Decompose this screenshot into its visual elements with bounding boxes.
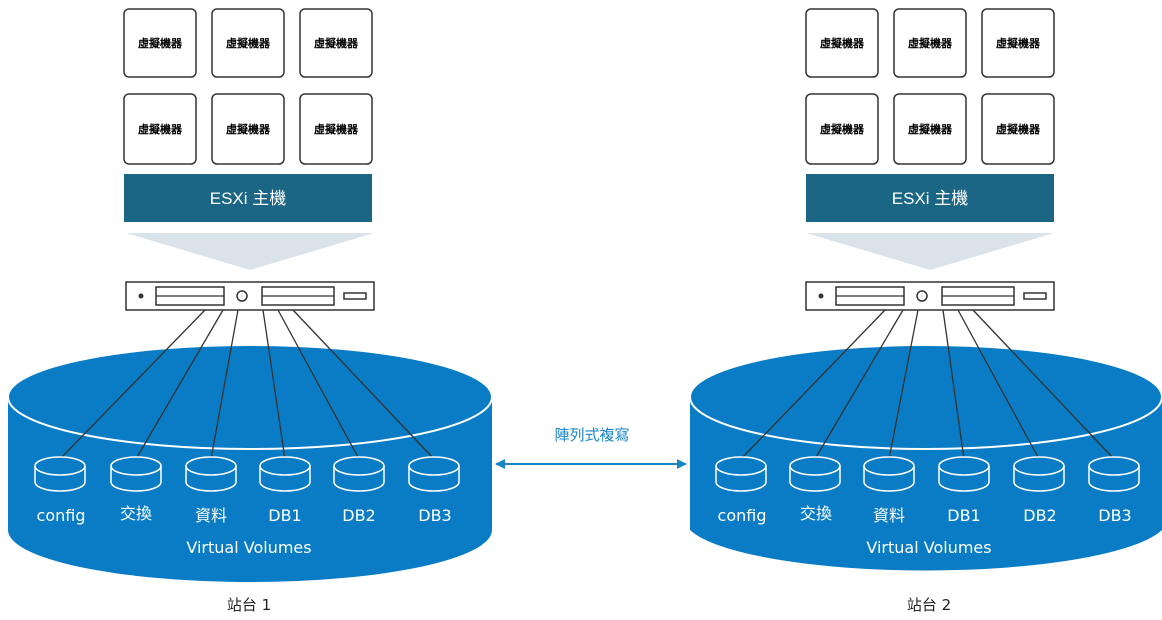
replication-link: 陣列式複寫 xyxy=(495,426,687,469)
vm-box-icon: 虛擬機器 xyxy=(893,93,967,165)
vm-label: 虛擬機器 xyxy=(908,122,953,136)
site-2: 虛擬機器 虛擬機器 虛擬機器 虛擬機器 虛擬機器 虛擬機器 xyxy=(689,8,1162,614)
volume-label: DB1 xyxy=(268,506,301,525)
disk-cylinder-icon xyxy=(715,456,767,492)
vm-label: 虛擬機器 xyxy=(138,36,183,50)
vm-label: 虛擬機器 xyxy=(314,36,359,50)
volume-connections xyxy=(740,309,1115,460)
disk-cylinder-icon xyxy=(863,456,915,492)
connection-funnel xyxy=(806,233,1054,270)
vm-label: 虛擬機器 xyxy=(226,36,271,50)
vm-label: 虛擬機器 xyxy=(908,36,953,50)
vm-box-icon: 虛擬機器 xyxy=(211,93,285,165)
vm-box-icon: 虛擬機器 xyxy=(299,93,373,165)
vm-label: 虛擬機器 xyxy=(314,122,359,136)
disk-cylinder-icon xyxy=(34,456,86,492)
volume-label: DB2 xyxy=(342,506,375,525)
disk-cylinder-icon xyxy=(185,456,237,492)
vm-label: 虛擬機器 xyxy=(996,122,1041,136)
disk-cylinder-icon xyxy=(259,456,311,492)
vm-box-icon: 虛擬機器 xyxy=(211,8,285,78)
vm-label: 虛擬機器 xyxy=(996,36,1041,50)
volume-label: DB2 xyxy=(1023,506,1056,525)
vm-grid: 虛擬機器 虛擬機器 虛擬機器 虛擬機器 虛擬機器 虛擬機器 xyxy=(123,8,373,165)
vm-label: 虛擬機器 xyxy=(820,122,865,136)
vm-label: 虛擬機器 xyxy=(820,36,865,50)
disk-cylinder-icon xyxy=(333,456,385,492)
datastore-cylinder xyxy=(7,344,493,582)
storage-array-icon xyxy=(125,281,375,311)
volume-list: config 交換 資料 DB1 DB2 xyxy=(34,456,460,525)
datastore-cylinder xyxy=(689,344,1162,571)
volume-label: DB1 xyxy=(947,506,980,525)
vm-box-icon: 虛擬機器 xyxy=(299,8,373,78)
datastore-label: Virtual Volumes xyxy=(866,538,991,557)
volume-label: DB3 xyxy=(418,506,451,525)
volume-label: config xyxy=(718,506,767,525)
volume-label: 交換 xyxy=(120,504,152,523)
vm-box-icon: 虛擬機器 xyxy=(981,93,1055,165)
volume-label: 資料 xyxy=(195,506,227,525)
disk-cylinder-icon xyxy=(1013,456,1065,492)
vm-box-icon: 虛擬機器 xyxy=(123,8,197,78)
vm-box-icon: 虛擬機器 xyxy=(123,93,197,165)
host-label: ESXi 主機 xyxy=(892,189,969,208)
volume-label: 資料 xyxy=(873,506,905,525)
vm-box-icon: 虛擬機器 xyxy=(805,8,879,78)
host-label: ESXi 主機 xyxy=(210,189,287,208)
disk-cylinder-icon xyxy=(110,456,162,492)
connection-funnel xyxy=(126,233,374,270)
site-label: 站台 1 xyxy=(227,596,271,614)
storage-array-icon xyxy=(805,281,1055,311)
site-label: 站台 2 xyxy=(907,596,951,614)
datastore-label: Virtual Volumes xyxy=(186,538,311,557)
disk-cylinder-icon xyxy=(1088,456,1140,492)
vm-box-icon: 虛擬機器 xyxy=(805,93,879,165)
volume-connections xyxy=(59,309,435,460)
volume-label: 交換 xyxy=(800,504,832,523)
site-1: 虛擬機器 虛擬機器 虛擬機器 虛擬機器 虛擬機器 虛擬機器 xyxy=(7,8,493,614)
disk-cylinder-icon xyxy=(408,456,460,492)
esxi-host: ESXi 主機 xyxy=(124,174,372,222)
vm-box-icon: 虛擬機器 xyxy=(981,8,1055,78)
replication-label: 陣列式複寫 xyxy=(554,426,629,444)
disk-cylinder-icon xyxy=(789,456,841,492)
vm-box-icon: 虛擬機器 xyxy=(893,8,967,78)
disk-cylinder-icon xyxy=(938,456,990,492)
volume-label: config xyxy=(37,506,86,525)
esxi-host: ESXi 主機 xyxy=(806,174,1054,222)
vm-label: 虛擬機器 xyxy=(138,122,183,136)
vm-label: 虛擬機器 xyxy=(226,122,271,136)
volume-label: DB3 xyxy=(1098,506,1131,525)
volume-list: config 交換 資料 DB1 DB2 xyxy=(715,456,1140,525)
vm-grid: 虛擬機器 虛擬機器 虛擬機器 虛擬機器 虛擬機器 虛擬機器 xyxy=(805,8,1055,165)
